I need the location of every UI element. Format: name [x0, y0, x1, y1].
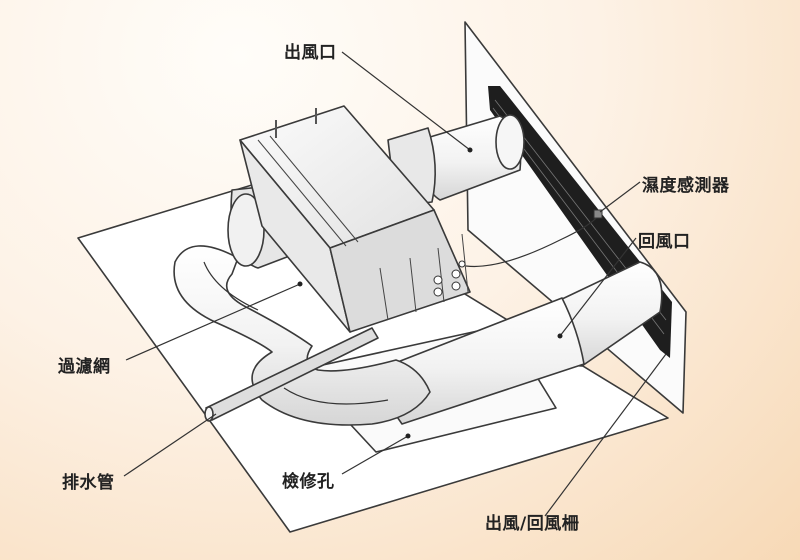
label-inspection-hole: 檢修孔 [282, 472, 335, 492]
unit-ports [433, 260, 466, 297]
label-outlet: 出風口 [284, 43, 337, 63]
leader-lines [123, 51, 667, 517]
supply-duct-u [173, 245, 431, 426]
label-return-inlet: 回風口 [638, 232, 691, 252]
unit-side [329, 209, 471, 333]
humidity-sensor [593, 209, 603, 219]
label-humidity-sensor: 濕度感測器 [642, 176, 730, 196]
label-outlet-return-grille: 出風/回風柵 [485, 514, 580, 534]
leader-dots [297, 147, 563, 439]
sensor-cable [465, 215, 599, 268]
label-filter: 過濾網 [58, 357, 111, 377]
unit-hanger-rods [275, 108, 317, 138]
label-drain-pipe: 排水管 [62, 473, 115, 493]
